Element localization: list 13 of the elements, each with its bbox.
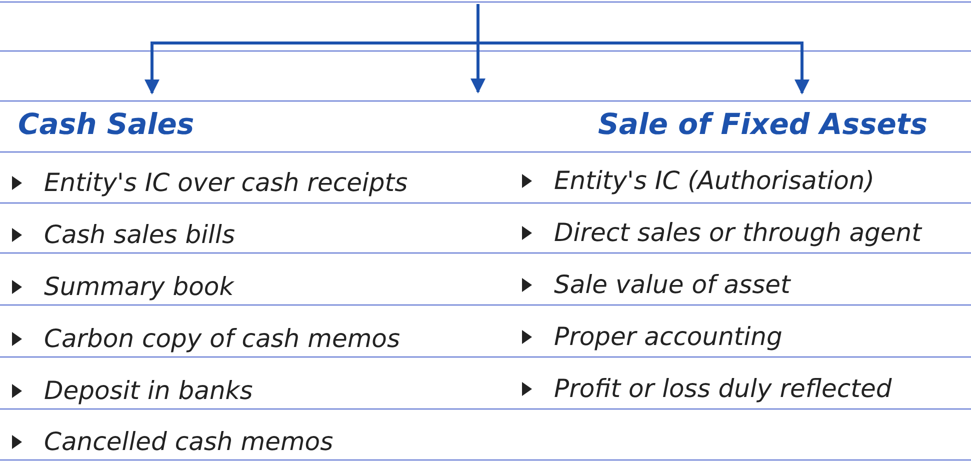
bullet-item: Entity's IC over cash receipts xyxy=(10,166,408,200)
heading: Sale of Fixed Assets xyxy=(590,93,971,147)
bullet-item: Entity's IC (Authorisation) xyxy=(520,164,874,198)
bullet-item: Cash sales bills xyxy=(10,218,235,252)
heading: Cash Sales xyxy=(10,93,294,147)
bullet-item: Sale value of asset xyxy=(520,268,790,302)
bullet-item: Deposit in banks xyxy=(10,374,253,408)
bullet-item: Carbon copy of cash memos xyxy=(10,322,400,356)
bullet-item: Summary book xyxy=(10,270,234,304)
bullet-item: Proper accounting xyxy=(520,320,782,354)
bullet-item: Direct sales or through agent xyxy=(520,216,922,250)
bullet-item: Cancelled cash memos xyxy=(10,425,334,459)
bullet-item: Profit or loss duly reflected xyxy=(520,372,892,406)
